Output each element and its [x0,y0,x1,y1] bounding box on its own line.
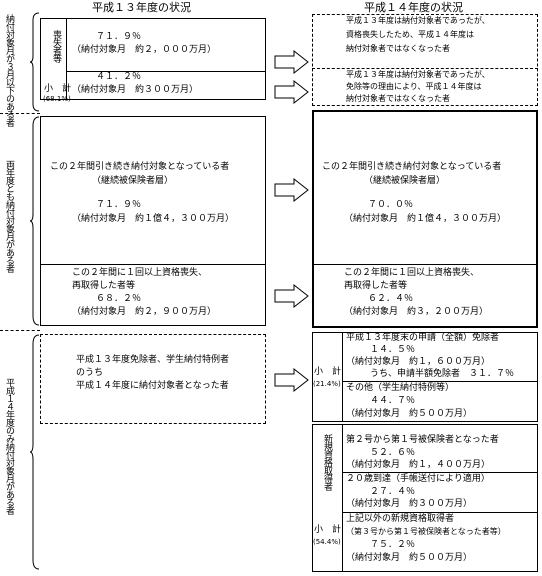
section1-subtotal-label: 小 計 [44,84,72,94]
section1-arrow-2 [274,80,309,104]
section1-right-b2: 免除等の理由により、平成１４年度は [346,82,482,91]
section3-right-b-hdivider-2 [342,512,538,513]
section2-left-m2: 再取得した者等 [72,281,136,291]
section2-left-l4: （納付対象月 約１億４，３００万月） [72,214,235,224]
section2-left-divider [40,264,266,265]
section1-right-b1: 平成１３年度は納付対象者であったが、 [346,70,490,79]
section3-side-label: 平成１４年度のみ納付対象月がある者 [4,378,14,514]
separator-line-2 [0,330,40,331]
section3-right-b-r7: 上記以外の新規資格取得者 [346,514,455,524]
section3-right-b-subtotal-pct: (54.4%) [313,538,341,546]
section1-brace [30,12,40,112]
section3-right-b-r9: ７５．２％ [370,540,416,550]
section1-right-a1: 平成１３年度は納付対象者であったが、 [346,16,490,25]
section2-right-m3: ６２．４％ [368,294,414,304]
section1-left-divider-v [66,18,67,100]
section3-right-a-subtotal-pct: (21.4%) [313,380,341,388]
section1-side-label: 納付対象月が３月以下のある者 [4,14,14,126]
section3-right-b-vdivider [342,424,343,572]
section2-left-l2: （継続被保険者層） [92,176,174,186]
section2-right-l4: （納付対象月 約１億４，３００万月） [344,214,507,224]
section1-left-box [40,18,266,100]
section3-left-l1: 平成１３年度免除者、学生納付特例者 [76,355,230,365]
section2-arrow-2 [274,284,309,308]
section2-brace [30,116,40,326]
section2-left-m4: （納付対象月 約２，９００万月） [72,307,217,317]
section1-left-divider-h [66,71,266,72]
section2-side-label: 両年度とも納付対象月がある者 [4,160,14,272]
section3-right-a-r2: １４．５％ [370,345,416,355]
section3-right-b-r4: ２０歳到達（手帳送付により適用） [346,474,490,484]
section2-right-divider [312,264,538,265]
section1-subtotal-pct: (68.1%) [43,95,71,103]
section1-right-a3: 納付対象者ではなくなった者 [346,44,450,53]
section3-right-a-r3: （納付対象月 約１，６００万月） [346,357,491,367]
section3-left-l3: 平成１４年度に納付対象者となった者 [76,381,229,391]
section3-right-a-vdivider [342,332,343,422]
section3-right-b-r6: （納付対象月 約３００万月） [346,499,473,509]
section3-right-b-group-label: 新規資格取得者 [322,434,332,490]
section3-right-b-subtotal-label: 小 計 [314,525,342,535]
section1-right-b3: 納付対象者ではなくなった者 [346,94,450,103]
section3-right-b-r2: ５２．６％ [370,448,416,458]
section3-right-b-r1: 第２号から第１号被保険者となった者 [346,435,499,445]
section3-right-b-hdivider-1 [342,472,538,473]
section2-right-l2: （継続被保険者層） [364,176,446,186]
section3-right-a-subtotal-label: 小 計 [314,367,342,377]
section2-right-l3: ７０．０％ [368,200,414,210]
section2-right-m1: この２年間に１回以上資格喪失、 [344,268,480,278]
section3-right-a-r7: （納付対象月 約５００万月） [346,409,473,419]
section1-right-divider [312,68,538,69]
section2-right-m2: 再取得した者等 [344,281,408,291]
section2-right-m4: （納付対象月 約３，２００万月） [344,307,489,317]
section3-right-a-hdivider [342,381,538,382]
section3-left-l2: のうち [76,368,104,378]
section2-arrow-1 [274,178,309,202]
section1-right-a2: 資格喪失したため、平成１４年度は [346,30,474,39]
section2-left-l1: この２年間引き続き納付対象となっている者 [50,162,230,172]
section1-arrow-1 [274,50,309,74]
section2-right-box [312,110,538,328]
section3-arrow [274,368,309,392]
section3-brace [30,334,40,570]
section1-left-pct1: ７１．９％ [96,32,142,42]
section3-right-b-r5: ２７．４％ [370,487,416,497]
section3-right-b-r8: （第３号から第１号被保険者となった者等） [346,527,506,536]
section3-right-b-r3: （納付対象月 約１，４００万月） [346,460,491,470]
section2-left-m1: この２年間に１回以上資格喪失、 [72,268,208,278]
section3-right-b-r10: （納付対象月 約５００万月） [346,553,473,563]
separator-line-1 [0,113,40,114]
section2-right-l1: この２年間引き続き納付対象となっている者 [322,162,502,172]
section3-right-a-r1: 平成１３年度末の申請（全額）免除者 [346,333,500,343]
section1-left-months1: （納付対象月 約２，０００万月） [72,45,217,55]
section3-right-a-r5: その他（学生納付特例等） [346,383,455,393]
section1-right-box [312,14,538,106]
section3-left-box [40,334,266,424]
section1-sub-label: 喪失者等 [51,30,61,62]
header-fy14: 平成１４年度の状況 [364,1,463,14]
section3-right-a-r6: ４４．７％ [370,396,416,406]
section3-right-a-box [312,332,538,422]
section2-left-l3: ７１．９％ [96,200,142,210]
section1-left-pct2: ４１．２％ [96,72,142,82]
header-fy13: 平成１３年度の状況 [92,1,191,14]
section2-left-m3: ６８．２％ [96,294,142,304]
section1-left-months2: （納付対象月 約３００万月） [72,85,199,95]
section3-right-b-box [312,424,538,572]
section2-left-box [40,116,266,326]
section3-right-a-r4: うち、申請半額免除者 ３１．７％ [370,369,515,379]
